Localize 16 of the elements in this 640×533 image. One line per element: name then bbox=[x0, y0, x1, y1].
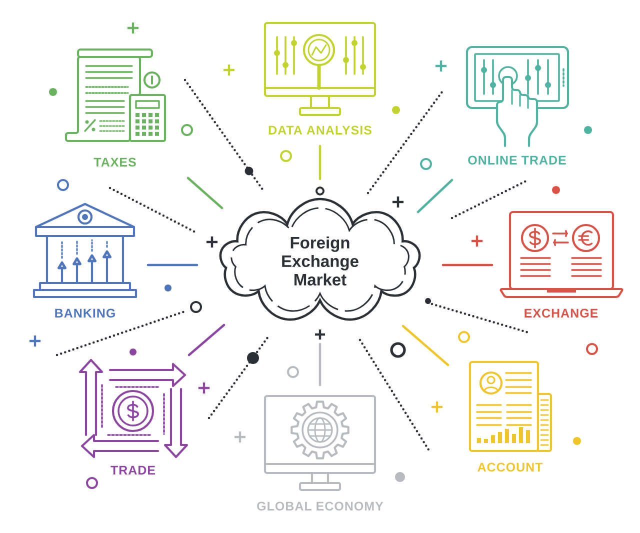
category-label: DATA ANALYSIS bbox=[268, 126, 372, 135]
connector-line bbox=[146, 264, 198, 266]
connector-line bbox=[318, 342, 322, 386]
category-label: TAXES bbox=[94, 158, 136, 167]
category-label: BANKING bbox=[55, 308, 115, 318]
connector-line bbox=[402, 324, 450, 366]
connector-line bbox=[442, 264, 494, 266]
connector-line bbox=[416, 178, 454, 214]
connector-line bbox=[188, 324, 226, 356]
category-label: GLOBAL ECONOMY bbox=[257, 502, 384, 511]
category-label: ONLINE TRADE bbox=[468, 156, 566, 165]
category-label: EXCHANGE bbox=[524, 308, 598, 318]
category-label: TRADE bbox=[110, 466, 156, 474]
connector-line bbox=[186, 176, 224, 210]
category-label: ACCOUNT bbox=[478, 462, 543, 472]
connector-line bbox=[318, 144, 322, 180]
